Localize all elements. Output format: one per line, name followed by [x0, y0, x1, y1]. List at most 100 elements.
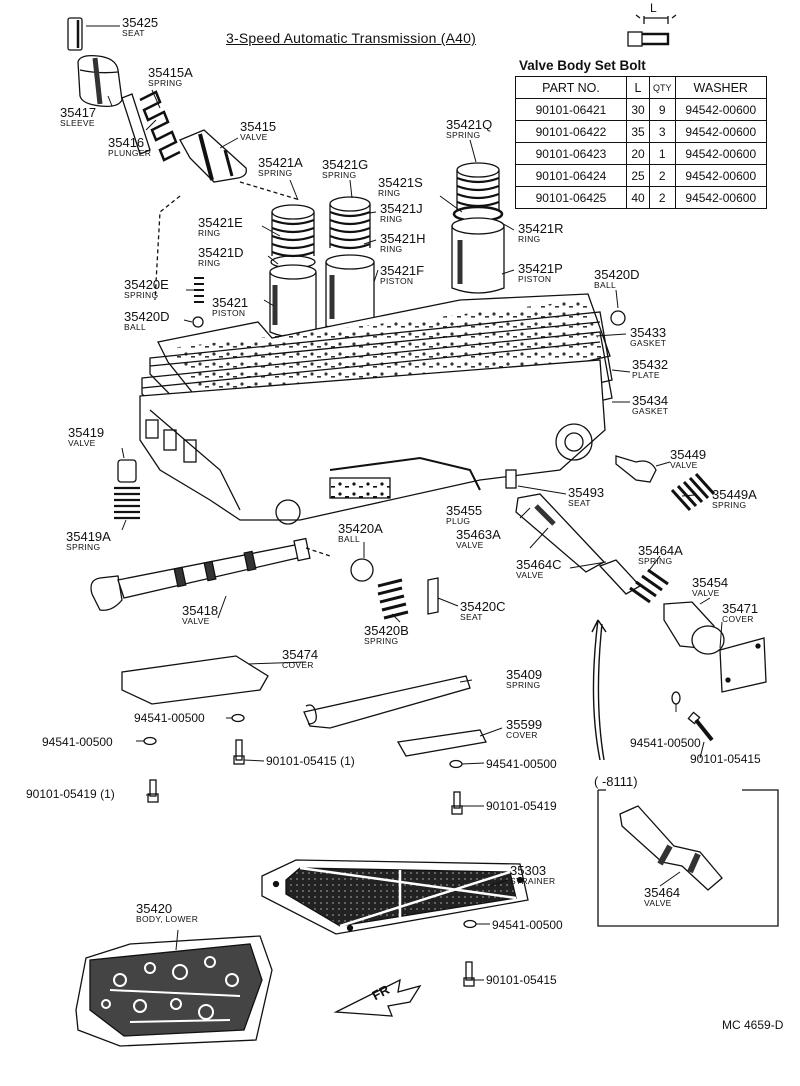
- bolt-length-cell: 35: [626, 120, 650, 143]
- piston-35421-drawing: [269, 204, 317, 338]
- bolt-table-row: 90101-06423 20 1 94542-00600: [515, 142, 768, 165]
- spring-35420E-drawing: [194, 277, 204, 303]
- bolt-table-title: Valve Body Set Bolt: [519, 58, 646, 73]
- bolt-table-row: 90101-06424 25 2 94542-00600: [515, 164, 768, 187]
- bolt-table-header-row: PART NO. L QTY WASHER: [515, 76, 768, 99]
- bolt-washer-cell: 94542-00600: [674, 120, 768, 143]
- washer-1-drawing: [231, 713, 245, 723]
- valve-35463A-drawing: [515, 493, 606, 573]
- bolt-table-header-qty: QTY: [649, 76, 676, 99]
- bolt-table-row: 90101-06421 30 9 94542-00600: [515, 98, 768, 121]
- bolt-qty-cell: 2: [649, 164, 676, 187]
- seat-35493-drawing: [505, 469, 517, 489]
- bolt-6-drawing: [451, 791, 463, 815]
- bolt-qty-cell: 3: [649, 120, 676, 143]
- fastener-label: 94541-00500: [486, 757, 557, 771]
- spring-35409-drawing: [303, 675, 471, 729]
- fastener-label: 94541-00500: [492, 918, 563, 932]
- fastener-label: 90101-05419: [486, 799, 557, 813]
- bolt-length-label: L: [650, 1, 657, 15]
- bolt-part-no-cell: 90101-06422: [515, 120, 627, 143]
- fastener-label: 94541-00500: [42, 735, 113, 749]
- cover-35471-drawing: [719, 637, 767, 693]
- fastener-label: 90101-05415: [486, 973, 557, 987]
- bolt-part-no-cell: 90101-06421: [515, 98, 627, 121]
- strainer-35303-drawing: [261, 859, 529, 935]
- bolt-table-row: 90101-06422 35 3 94542-00600: [515, 120, 768, 143]
- valve-35464-drawing: [619, 805, 723, 891]
- sleeve-35417-drawing: [77, 54, 123, 108]
- washer-9-drawing: [671, 691, 681, 705]
- valve-body-upper-drawing: [139, 359, 606, 525]
- ball-35420D-left-drawing: [192, 316, 204, 328]
- fastener-label: 90101-05419 (1): [26, 787, 115, 801]
- fastener-label: 90101-05415 (1): [266, 754, 355, 768]
- bolt-table-row: 90101-06425 40 2 94542-00600: [515, 186, 768, 209]
- spring-35415A-drawing: [121, 90, 181, 162]
- valve-35454-drawing: [663, 601, 725, 655]
- bolt-qty-cell: 9: [649, 98, 676, 121]
- valve-35449-drawing: [615, 455, 657, 483]
- seat-35420C-drawing: [427, 577, 439, 615]
- cover-35474-drawing: [121, 655, 269, 705]
- front-arrow-drawing: [333, 978, 422, 1017]
- fastener-label: 90101-05415: [690, 752, 761, 766]
- bolt-qty-cell: 2: [649, 186, 676, 209]
- bolt-length-cell: 30: [626, 98, 650, 121]
- bolt-washer-cell: 94542-00600: [674, 142, 768, 165]
- bolt-gauge-icon: [627, 14, 677, 47]
- seat-35425-drawing: [67, 17, 83, 51]
- bolt-table-header-washer: WASHER: [674, 76, 768, 99]
- bolt-length-cell: 40: [626, 186, 650, 209]
- bolt-washer-cell: 94542-00600: [674, 98, 768, 121]
- diagram-title: 3-Speed Automatic Transmission (A40): [226, 30, 476, 46]
- bolt-length-cell: 20: [626, 142, 650, 165]
- bolt-part-no-cell: 90101-06424: [515, 164, 627, 187]
- inset-box-drawing: [597, 789, 779, 927]
- bolt-table: PART NO. L QTY WASHER 90101-06421 30 9 9…: [515, 76, 768, 209]
- bolt-part-no-cell: 90101-06423: [515, 142, 627, 165]
- bolt-10-drawing: [687, 711, 714, 742]
- washer-7-drawing: [463, 919, 477, 929]
- spring-35420B-drawing: [377, 578, 409, 620]
- bolt-washer-cell: 94542-00600: [674, 186, 768, 209]
- diagram-code: MC 4659-D: [722, 1018, 784, 1032]
- bolt-length-cell: 25: [626, 164, 650, 187]
- piston-35421P-drawing: [451, 162, 505, 294]
- bolt-8-drawing: [463, 961, 475, 987]
- serial-range-label: ( -8111): [594, 774, 638, 789]
